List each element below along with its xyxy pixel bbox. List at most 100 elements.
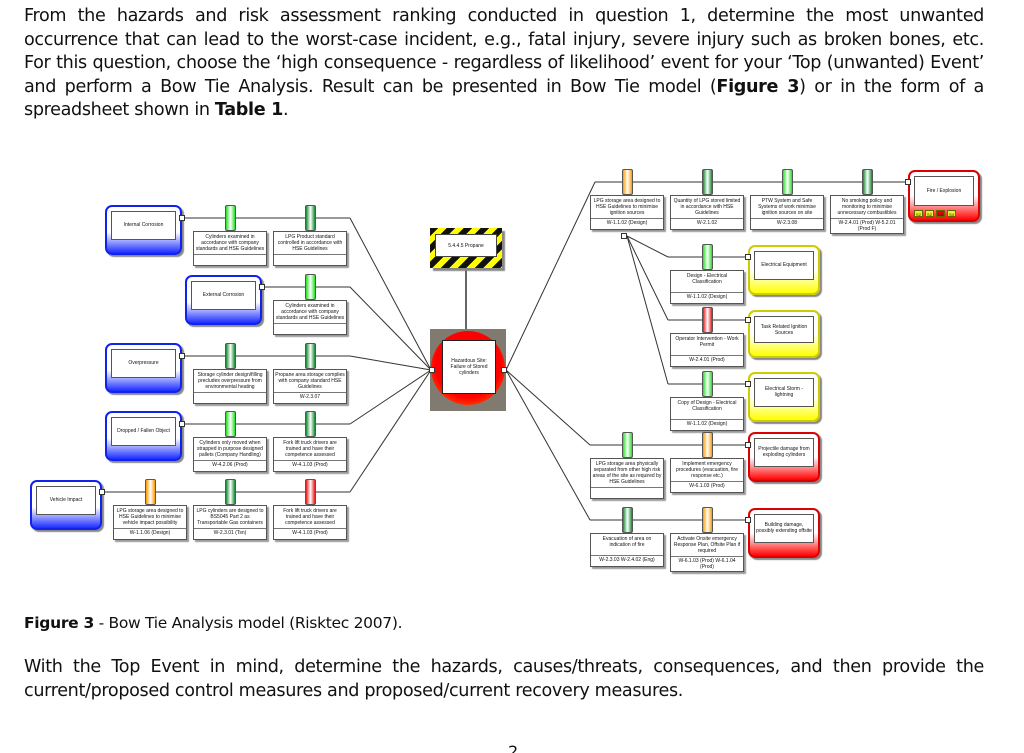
consequence-connector <box>745 442 751 448</box>
barrier-description: Storage cylinder design/filling preclude… <box>194 370 266 393</box>
threat-label: External Corrosion <box>191 281 256 310</box>
barrier-indicator <box>305 411 316 437</box>
barrier-box: PTW System and Safe Systems of work mini… <box>750 195 824 230</box>
consequence-connector <box>745 254 751 260</box>
barrier-reference: W-4.1.03 (Prod) <box>292 530 328 536</box>
barrier-box: Implement emergency procedures (evacuati… <box>670 458 744 493</box>
barrier-indicator <box>782 169 793 195</box>
figure-reference: Figure 3 <box>716 76 800 97</box>
consequence-label: Projectile damage from exploding cylinde… <box>754 438 814 467</box>
barrier-reference: W-1.1.02 (Design) <box>686 294 728 300</box>
barrier-reference: W-2.3.01 (Tsn) <box>213 530 247 536</box>
connector-line <box>505 369 591 446</box>
barrier-indicator <box>702 507 713 533</box>
barrier-indicator <box>622 432 633 458</box>
consequence-connector <box>745 317 751 323</box>
barrier-reference: W-1.1.02 (Design) <box>606 220 648 226</box>
barrier-description: Fork lift truck drivers are trained and … <box>274 506 346 529</box>
barrier-indicator <box>225 479 236 505</box>
barrier-indicator <box>305 205 316 231</box>
barrier-box: Fork lift truck drivers are trained and … <box>273 437 347 472</box>
page-number: 2 <box>508 742 519 753</box>
barrier-box: Cylinders examined in accordance with co… <box>273 300 347 335</box>
barrier-box: LPG storage area physically separated fr… <box>590 458 664 499</box>
connector-line <box>349 369 432 493</box>
threat-connector <box>99 489 105 495</box>
barrier-indicator <box>702 169 713 195</box>
barrier-description: PTW System and Safe Systems of work mini… <box>751 196 823 219</box>
barrier-box: LPG Product standard controlled in accor… <box>273 231 347 266</box>
threat-box: Vehicle Impact <box>30 480 102 530</box>
consequence-label: Fire / Explosion <box>914 176 974 206</box>
barrier-indicator <box>702 371 713 397</box>
intro-text-mid: ) or in the form of a spreadsheet shown … <box>24 76 984 121</box>
caption-label: Figure 3 <box>24 614 94 632</box>
barrier-box: LPG storage area designed to HSE Guideli… <box>113 505 187 540</box>
instruction-paragraph: With the Top Event in mind, determine th… <box>24 657 984 701</box>
consequence-box: Projectile damage from exploding cylinde… <box>748 432 820 482</box>
barrier-indicator <box>305 479 316 505</box>
barrier-reference: W-4.2.06 (Prod) <box>212 462 248 468</box>
threat-label: Vehicle Impact <box>36 486 96 515</box>
intro-text: From the hazards and risk assessment ran… <box>24 6 984 97</box>
barrier-reference: W-6.1.03 (Prod) <box>689 483 725 489</box>
consequence-label: Electrical Storm - lightning <box>754 378 814 407</box>
bow-tie-diagram: 5.4.4.5 Propane Hazardous Site: Failure … <box>30 169 980 572</box>
barrier-description: LPG Product standard controlled in accor… <box>274 232 346 255</box>
consequence-box: Building damage, possibly extending offs… <box>748 508 820 558</box>
barrier-box: Cylinders examined in accordance with co… <box>193 231 267 266</box>
barrier-description: Fork lift truck drivers are trained and … <box>274 438 346 461</box>
barrier-box: LPG storage area designed to HSE Guideli… <box>590 195 664 230</box>
barrier-reference: W-2.3.03 W-2.4.02 (Eng) <box>599 557 655 563</box>
barrier-reference <box>194 255 266 265</box>
barrier-reference: W-2.3.07 <box>299 394 321 400</box>
barrier-indicator <box>702 432 713 458</box>
barrier-description: Cylinders examined in accordance with co… <box>194 232 266 255</box>
barrier-reference: W-2.3.08 <box>776 220 798 226</box>
question-paragraph: From the hazards and risk assessment ran… <box>24 5 984 123</box>
barrier-description: Cylinders examined in accordance with co… <box>274 301 346 324</box>
barrier-reference <box>591 488 663 498</box>
barrier-description: Quantity of LPG stored limited in accord… <box>671 196 743 219</box>
barrier-reference: W-1.1.06 (Design) <box>129 530 171 536</box>
barrier-description: Propane area storage complies with compa… <box>274 370 346 393</box>
barrier-indicator <box>622 507 633 533</box>
barrier-description: Design - Electrical Classification <box>671 271 743 293</box>
consequence-label: Building damage, possibly extending offs… <box>754 514 814 543</box>
connector-line <box>505 369 591 521</box>
barrier-reference: W-2.4.01 (Prod) <box>689 357 725 363</box>
consequence-label: Electrical Equipment <box>754 251 814 280</box>
table-reference: Table 1 <box>214 100 283 120</box>
threat-label: Internal Corrosion <box>111 211 176 240</box>
barrier-reference: W-2.1.02 <box>696 220 718 226</box>
consequence-box: Electrical Equipment <box>748 245 820 295</box>
barrier-box: Storage cylinder design/filling preclude… <box>193 369 267 404</box>
barrier-reference: W-4.1.03 (Prod) <box>292 462 328 468</box>
barrier-description: LPG storage area designed to HSE Guideli… <box>591 196 663 219</box>
hazard-box: 5.4.4.5 Propane <box>430 228 502 268</box>
barrier-description: Operator Intervention - Work Permit <box>671 334 743 356</box>
sub-branch-connector <box>621 233 627 239</box>
barrier-box: Cylinders only moved when strapped in pu… <box>193 437 267 472</box>
threat-label: Dropped / Fallen Object <box>111 417 176 446</box>
barrier-reference <box>274 324 346 334</box>
threat-connector <box>179 215 185 221</box>
connector-line <box>349 355 432 371</box>
barrier-reference <box>194 393 266 403</box>
consequence-box: Task Related Ignition Sources <box>748 310 820 358</box>
connector-line <box>626 235 669 321</box>
barrier-indicator <box>862 169 873 195</box>
barrier-reference: W-2.4.01 (Prod) W-5.2.01 (Prod F) <box>838 220 896 232</box>
barrier-description: No smoking policy and monitoring to mini… <box>831 196 903 219</box>
barrier-description: Activate Onsite emergency Response Plan,… <box>671 534 743 557</box>
figure-caption: Figure 3 - Bow Tie Analysis model (Riskt… <box>24 614 403 632</box>
risk-rating-badge: S2 <box>914 210 923 217</box>
barrier-reference: W-6.1.03 (Prod) W-6.1.04 (Prod) <box>678 558 736 570</box>
threat-box: Overpressure <box>105 343 182 393</box>
threat-connector <box>259 284 265 290</box>
risk-rating-badge: S4 <box>947 210 956 217</box>
